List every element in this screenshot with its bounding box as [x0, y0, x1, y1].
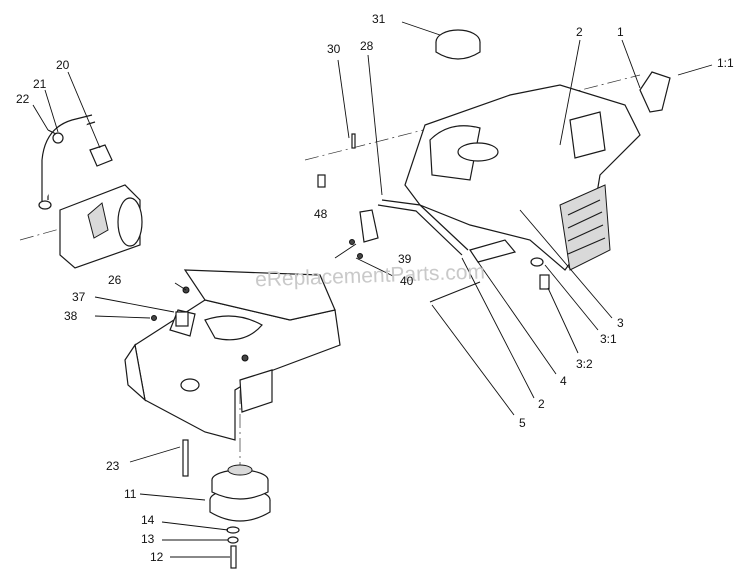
callout-22: 22 [16, 92, 30, 106]
callout-28: 28 [360, 39, 374, 53]
callout-1: 1 [617, 25, 624, 39]
fuel-tank [404, 29, 671, 271]
callout-31: 31 [372, 12, 386, 26]
muffler [38, 114, 143, 269]
callouts: 31 30 28 2 1 1:1 20 21 22 48 39 40 26 37… [16, 12, 734, 564]
callout-1-1: 1:1 [717, 56, 734, 70]
callout-23: 23 [106, 459, 120, 473]
callout-4: 4 [560, 374, 567, 388]
callout-3: 3 [617, 316, 624, 330]
callout-3-2: 3:2 [576, 357, 593, 371]
callout-2-top: 2 [576, 25, 583, 39]
callout-12: 12 [150, 550, 164, 564]
callout-3-1: 3:1 [600, 332, 617, 346]
callout-20: 20 [56, 58, 70, 72]
callout-13: 13 [141, 532, 155, 546]
leader-lines [32, 21, 713, 558]
callout-40: 40 [400, 274, 414, 288]
callout-39: 39 [398, 252, 412, 266]
fuel-line [151, 133, 550, 327]
callout-30: 30 [327, 42, 341, 56]
callout-21: 21 [33, 77, 47, 91]
callout-37: 37 [72, 290, 86, 304]
callout-11: 11 [124, 487, 137, 501]
pulley [182, 439, 271, 569]
watermark: eReplacementParts.com [255, 260, 486, 291]
callout-5: 5 [519, 416, 526, 430]
callout-26: 26 [108, 273, 122, 287]
callout-14: 14 [141, 513, 155, 527]
callout-2-bottom: 2 [538, 397, 545, 411]
callout-48: 48 [314, 207, 328, 221]
callout-38: 38 [64, 309, 78, 323]
frame [124, 269, 341, 441]
